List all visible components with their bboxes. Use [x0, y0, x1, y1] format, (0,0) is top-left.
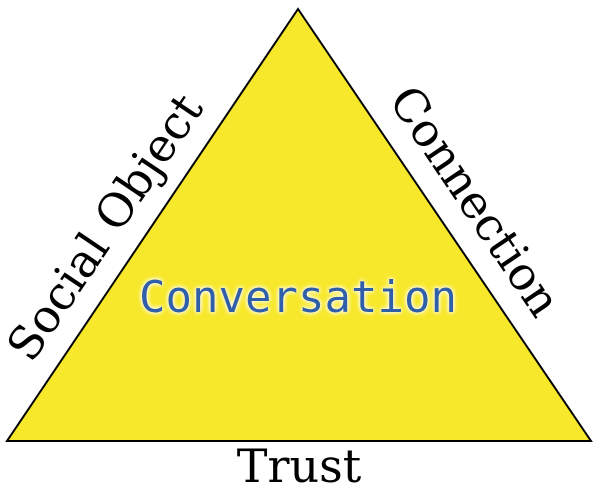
bottom-edge-label: Trust	[237, 439, 362, 491]
center-label: Conversation	[139, 272, 457, 323]
triangle-shape	[5, 7, 593, 442]
